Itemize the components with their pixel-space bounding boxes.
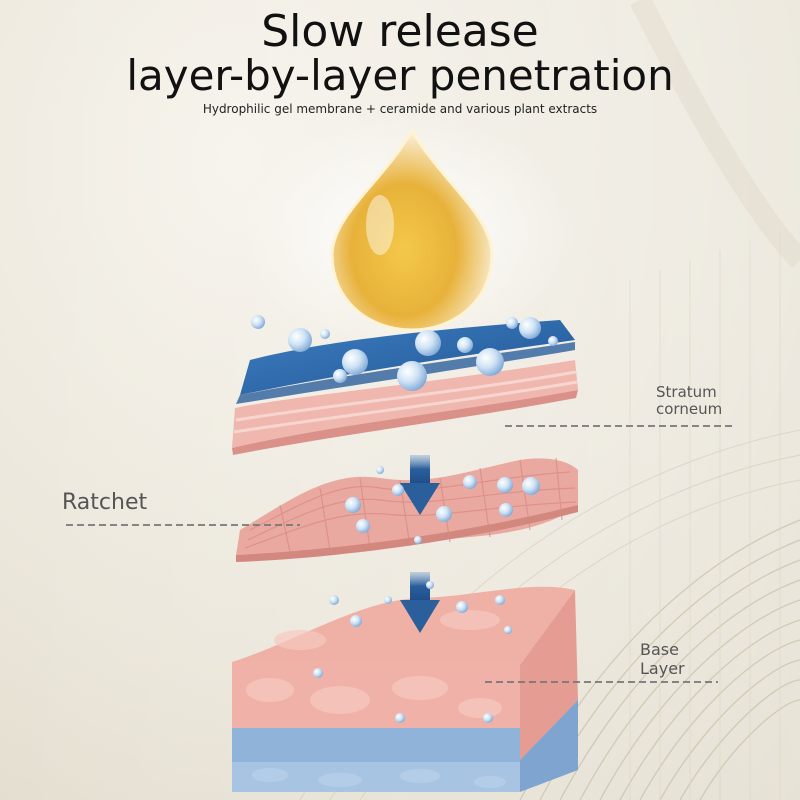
stratum-label-line-2: corneum (656, 400, 723, 418)
moisture-bubbles (251, 315, 558, 723)
base-layer-label: Base Layer (640, 640, 685, 678)
subtitle: Hydrophilic gel membrane + ceramide and … (202, 102, 598, 116)
penetration-arrow (400, 572, 440, 633)
stratum-label-line-1: Stratum (656, 383, 717, 401)
ratchet-label: Ratchet (62, 490, 148, 515)
gel-membrane (240, 320, 575, 395)
penetration-arrow (400, 455, 440, 515)
base-label-line-1: Base (640, 640, 679, 659)
title-line-1: Slow release (261, 6, 539, 57)
title-line-2: layer-by-layer penetration (126, 51, 674, 100)
serum-droplet (330, 126, 494, 332)
stratum-corneum-label: Stratum corneum (656, 384, 722, 418)
base-layer-block (232, 586, 578, 792)
base-label-line-2: Layer (640, 659, 685, 678)
ratchet-layer (236, 457, 578, 562)
